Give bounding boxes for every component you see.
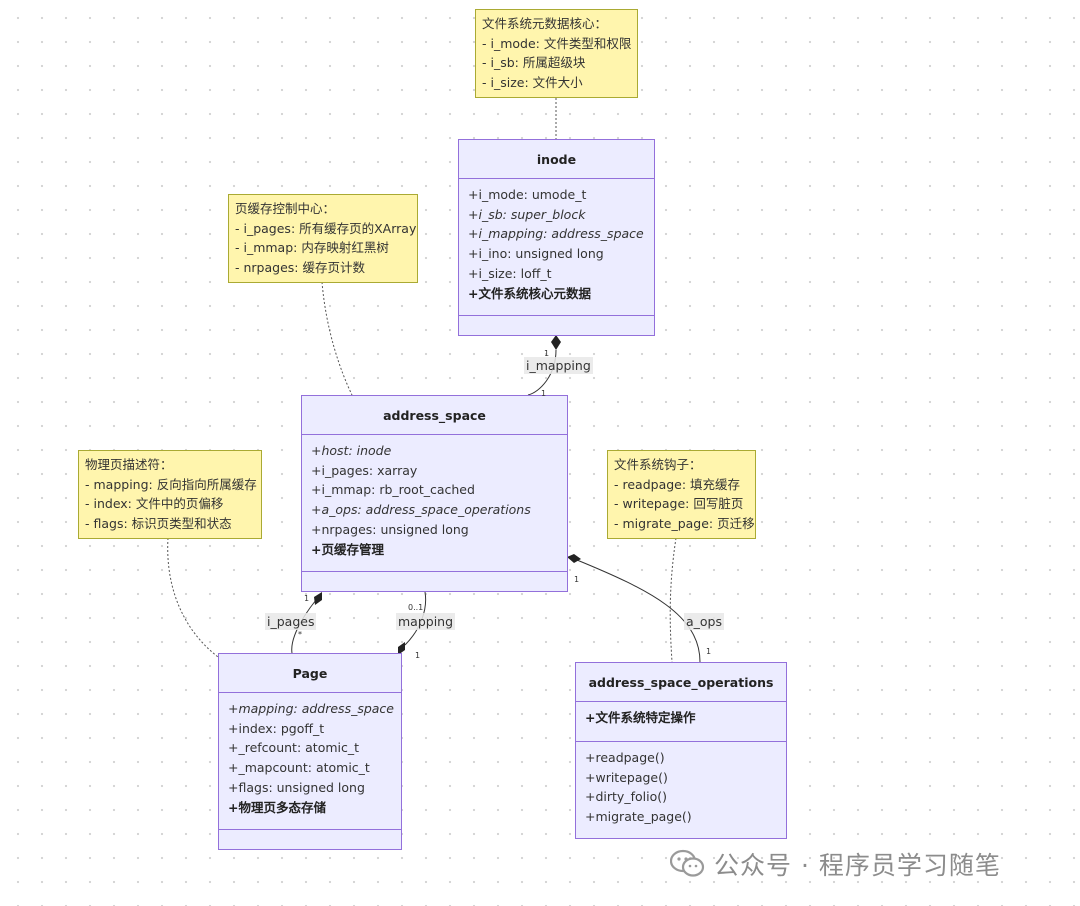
note-line: - i_size: 文件大小 [482, 74, 583, 90]
note-line: - i_mode: 文件类型和权限 [482, 35, 632, 51]
attribute-row: +i_mode: umode_t [468, 187, 587, 202]
attribute-row: +i_mapping: address_space [468, 226, 644, 242]
class-methods [219, 830, 401, 850]
attribute-row: +i_mmap: rb_root_cached [311, 482, 475, 498]
class-page: Page +mapping: address_space +index: pgo… [218, 653, 402, 850]
cardinality-i-pages-to: * [298, 630, 302, 639]
note-line: - nrpages: 缓存页计数 [235, 259, 365, 275]
attribute-row: +_mapcount: atomic_t [228, 760, 370, 776]
method-row: +writepage() [585, 769, 668, 785]
class-methods [302, 572, 567, 592]
note-line: - migrate_page: 页迁移 [614, 515, 755, 531]
cardinality-i-mapping-from: 1 [544, 349, 550, 358]
note-line: - i_pages: 所有缓存页的XArray [235, 220, 417, 236]
method-row: +dirty_folio() [585, 789, 667, 805]
note-line: 物理页描述符： [85, 457, 173, 472]
class-address-space-operations: address_space_operations +文件系统特定操作 +read… [575, 662, 787, 839]
attribute-row: +i_size: loff_t [468, 265, 552, 281]
edge-label-i-mapping: i_mapping [524, 357, 593, 374]
class-title: inode [459, 140, 654, 179]
class-title: Page [219, 654, 401, 693]
i-mapping-edge [527, 349, 557, 396]
cardinality-mapping-to: 1 [415, 651, 421, 660]
class-title: address_space_operations [576, 663, 786, 702]
class-methods: +readpage() +writepage() +dirty_folio() … [576, 742, 786, 839]
attribute-row: +host: inode [311, 443, 392, 458]
a-ops-edge [576, 559, 701, 663]
class-methods [459, 316, 654, 336]
ops-note: 文件系统钩子： - readpage: 填充缓存 - writepage: 回写… [607, 450, 756, 539]
class-address-space: address_space +host: inode +i_pages: xar… [301, 395, 568, 592]
page-note: 物理页描述符： - mapping: 反向指向所属缓存 - index: 文件中… [78, 450, 262, 539]
class-attributes: +mapping: address_space +index: pgoff_t … [219, 693, 401, 830]
note-line: - readpage: 填充缓存 [614, 476, 741, 492]
attribute-row: +文件系统核心元数据 [468, 285, 591, 301]
attribute-row: +index: pgoff_t [228, 720, 325, 736]
class-inode: inode +i_mode: umode_t +i_sb: super_bloc… [458, 139, 655, 336]
attribute-row: +mapping: address_space [228, 701, 394, 716]
class-attributes: +host: inode +i_pages: xarray +i_mmap: r… [302, 435, 567, 572]
attribute-row: +i_pages: xarray [311, 462, 418, 478]
mapping-diamond [398, 642, 405, 655]
cardinality-mapping-from: 0..1 [408, 603, 424, 612]
attribute-row: +i_sb: super_block [468, 206, 586, 222]
as-note-link [321, 281, 353, 396]
attribute-row: +物理页多态存储 [228, 799, 326, 815]
note-line: - index: 文件中的页偏移 [85, 496, 224, 511]
attribute-row: +页缓存管理 [311, 541, 384, 557]
method-row: +migrate_page() [585, 809, 692, 825]
address-space-note: 页缓存控制中心： - i_pages: 所有缓存页的XArray - i_mma… [228, 194, 418, 283]
cardinality-i-mapping-to: 1 [541, 389, 547, 398]
attribute-row: +nrpages: unsigned long [311, 521, 469, 537]
note-line: 页缓存控制中心： [235, 201, 336, 216]
note-line: - flags: 标识页类型和状态 [85, 515, 232, 531]
note-line: 文件系统元数据核心： [482, 16, 608, 31]
note-line: - i_sb: 所属超级块 [482, 55, 586, 70]
attribute-row: +flags: unsigned long [228, 779, 365, 795]
attribute-row: +a_ops: address_space_operations [311, 502, 531, 518]
inode-note: 文件系统元数据核心： - i_mode: 文件类型和权限 - i_sb: 所属超… [475, 9, 638, 98]
edge-label-i-pages: i_pages [265, 613, 317, 630]
cardinality-a-ops-to: 1 [706, 647, 712, 656]
edge-label-a-ops: a_ops [684, 613, 725, 630]
cardinality-a-ops-from: 1 [574, 575, 580, 584]
class-attributes: +文件系统特定操作 [576, 702, 786, 742]
i-pages-diamond [314, 592, 322, 605]
attribute-row: +i_ino: unsigned long [468, 246, 604, 262]
ops-note-link [669, 537, 677, 663]
note-line: 文件系统钩子： [614, 457, 702, 472]
note-line: - mapping: 反向指向所属缓存 [85, 476, 257, 492]
page-note-link [167, 537, 226, 663]
watermark: 公众号 · 程序员学习随笔 [670, 844, 1001, 884]
class-title: address_space [302, 396, 567, 435]
a-ops-diamond [567, 554, 581, 563]
note-line: - i_mmap: 内存映射红黑树 [235, 240, 389, 255]
attribute-row: +文件系统特定操作 [585, 710, 696, 725]
wechat-icon [670, 849, 705, 877]
attribute-row: +_refcount: atomic_t [228, 740, 360, 756]
edge-label-mapping: mapping [396, 613, 456, 630]
cardinality-i-pages-from: 1 [304, 594, 310, 603]
watermark-text: 公众号 · 程序员学习随笔 [714, 851, 1001, 880]
method-row: +readpage() [585, 750, 665, 765]
note-line: - writepage: 回写脏页 [614, 496, 744, 511]
i-mapping-diamond [551, 335, 561, 350]
class-attributes: +i_mode: umode_t +i_sb: super_block +i_m… [459, 179, 654, 316]
